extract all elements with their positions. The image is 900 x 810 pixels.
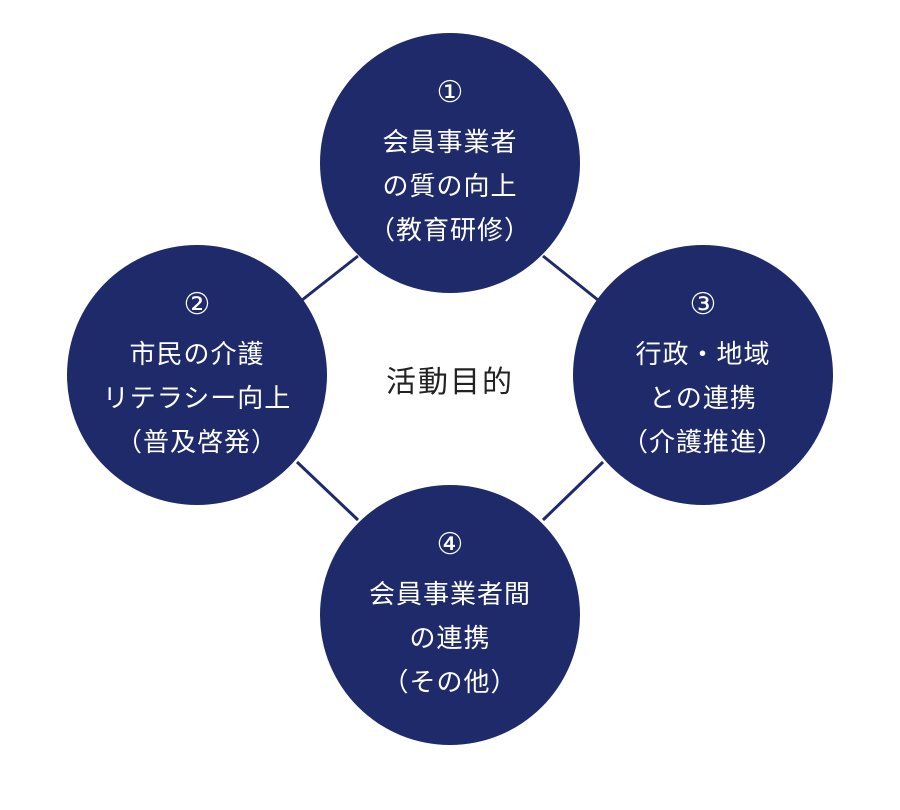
node-line: の連携 <box>409 624 491 654</box>
node-1-member-quality: ① 会員事業者 の質の向上 （教育研修） <box>320 33 580 293</box>
node-4-member-collaboration: ④ 会員事業者間 の連携 （その他） <box>320 485 580 745</box>
center-label: 活動目的 <box>386 365 514 400</box>
node-number: ① <box>436 75 464 110</box>
node-number: ② <box>183 287 211 322</box>
node-line: との連携 <box>649 384 757 414</box>
node-line: 会員事業者間 <box>368 580 531 610</box>
node-line: （介護推進） <box>621 428 784 458</box>
node-line: 市民の介護 <box>129 340 265 370</box>
node-number: ④ <box>436 527 464 562</box>
node-3-government-collaboration: ③ 行政・地域 との連携 （介護推進） <box>573 245 833 505</box>
node-line: （その他） <box>382 668 518 698</box>
node-line: の質の向上 <box>382 172 518 202</box>
node-line: 行政・地域 <box>635 340 771 370</box>
node-line: （教育研修） <box>368 216 531 246</box>
connector-node3-node4 <box>541 460 605 522</box>
connector-node1-node3 <box>542 254 604 306</box>
node-line: 会員事業者 <box>382 128 518 158</box>
node-line: リテラシー向上 <box>102 384 292 414</box>
node-line: （普及啓発） <box>115 428 278 458</box>
node-2-citizen-literacy: ② 市民の介護 リテラシー向上 （普及啓発） <box>67 245 327 505</box>
connector-node1-node2 <box>296 254 359 306</box>
connector-node2-node4 <box>295 460 360 522</box>
node-number: ③ <box>689 287 717 322</box>
